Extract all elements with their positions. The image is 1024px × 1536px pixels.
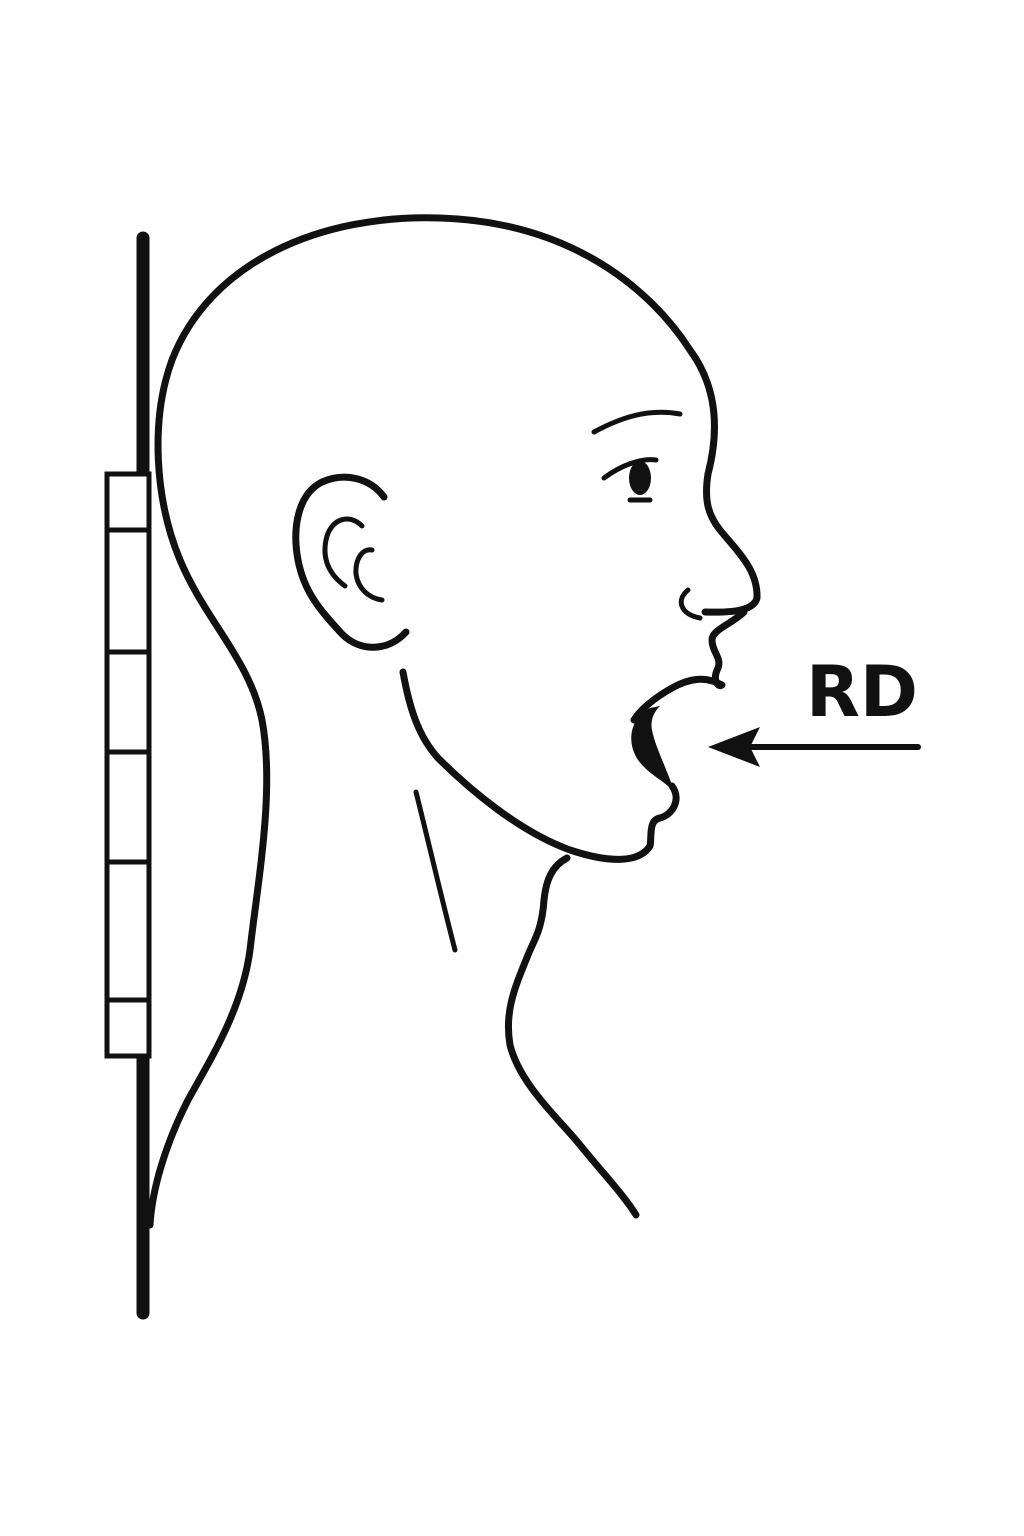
eye-pupil [629,461,651,495]
ear-inner-curl [353,547,385,603]
lower-lip-chin [399,668,680,863]
open-mouth [631,706,674,792]
eye [601,457,659,503]
head-back-outline [146,214,718,1229]
wall-plate [104,471,152,1059]
neck-muscle-line [413,789,458,953]
eyebrow [591,409,683,435]
ear [292,473,410,651]
ear-inner-fold [322,516,365,589]
throat-outline [504,854,640,1219]
wall-mount [104,231,152,1320]
arrow-head [708,727,760,767]
face-profile-upper [701,470,761,616]
upper-lip [630,608,748,724]
arrow [708,727,921,767]
eye-upper-lid [601,457,659,481]
rd-label: RD [806,651,918,733]
nostril [678,587,703,621]
ear-outer [292,473,410,651]
